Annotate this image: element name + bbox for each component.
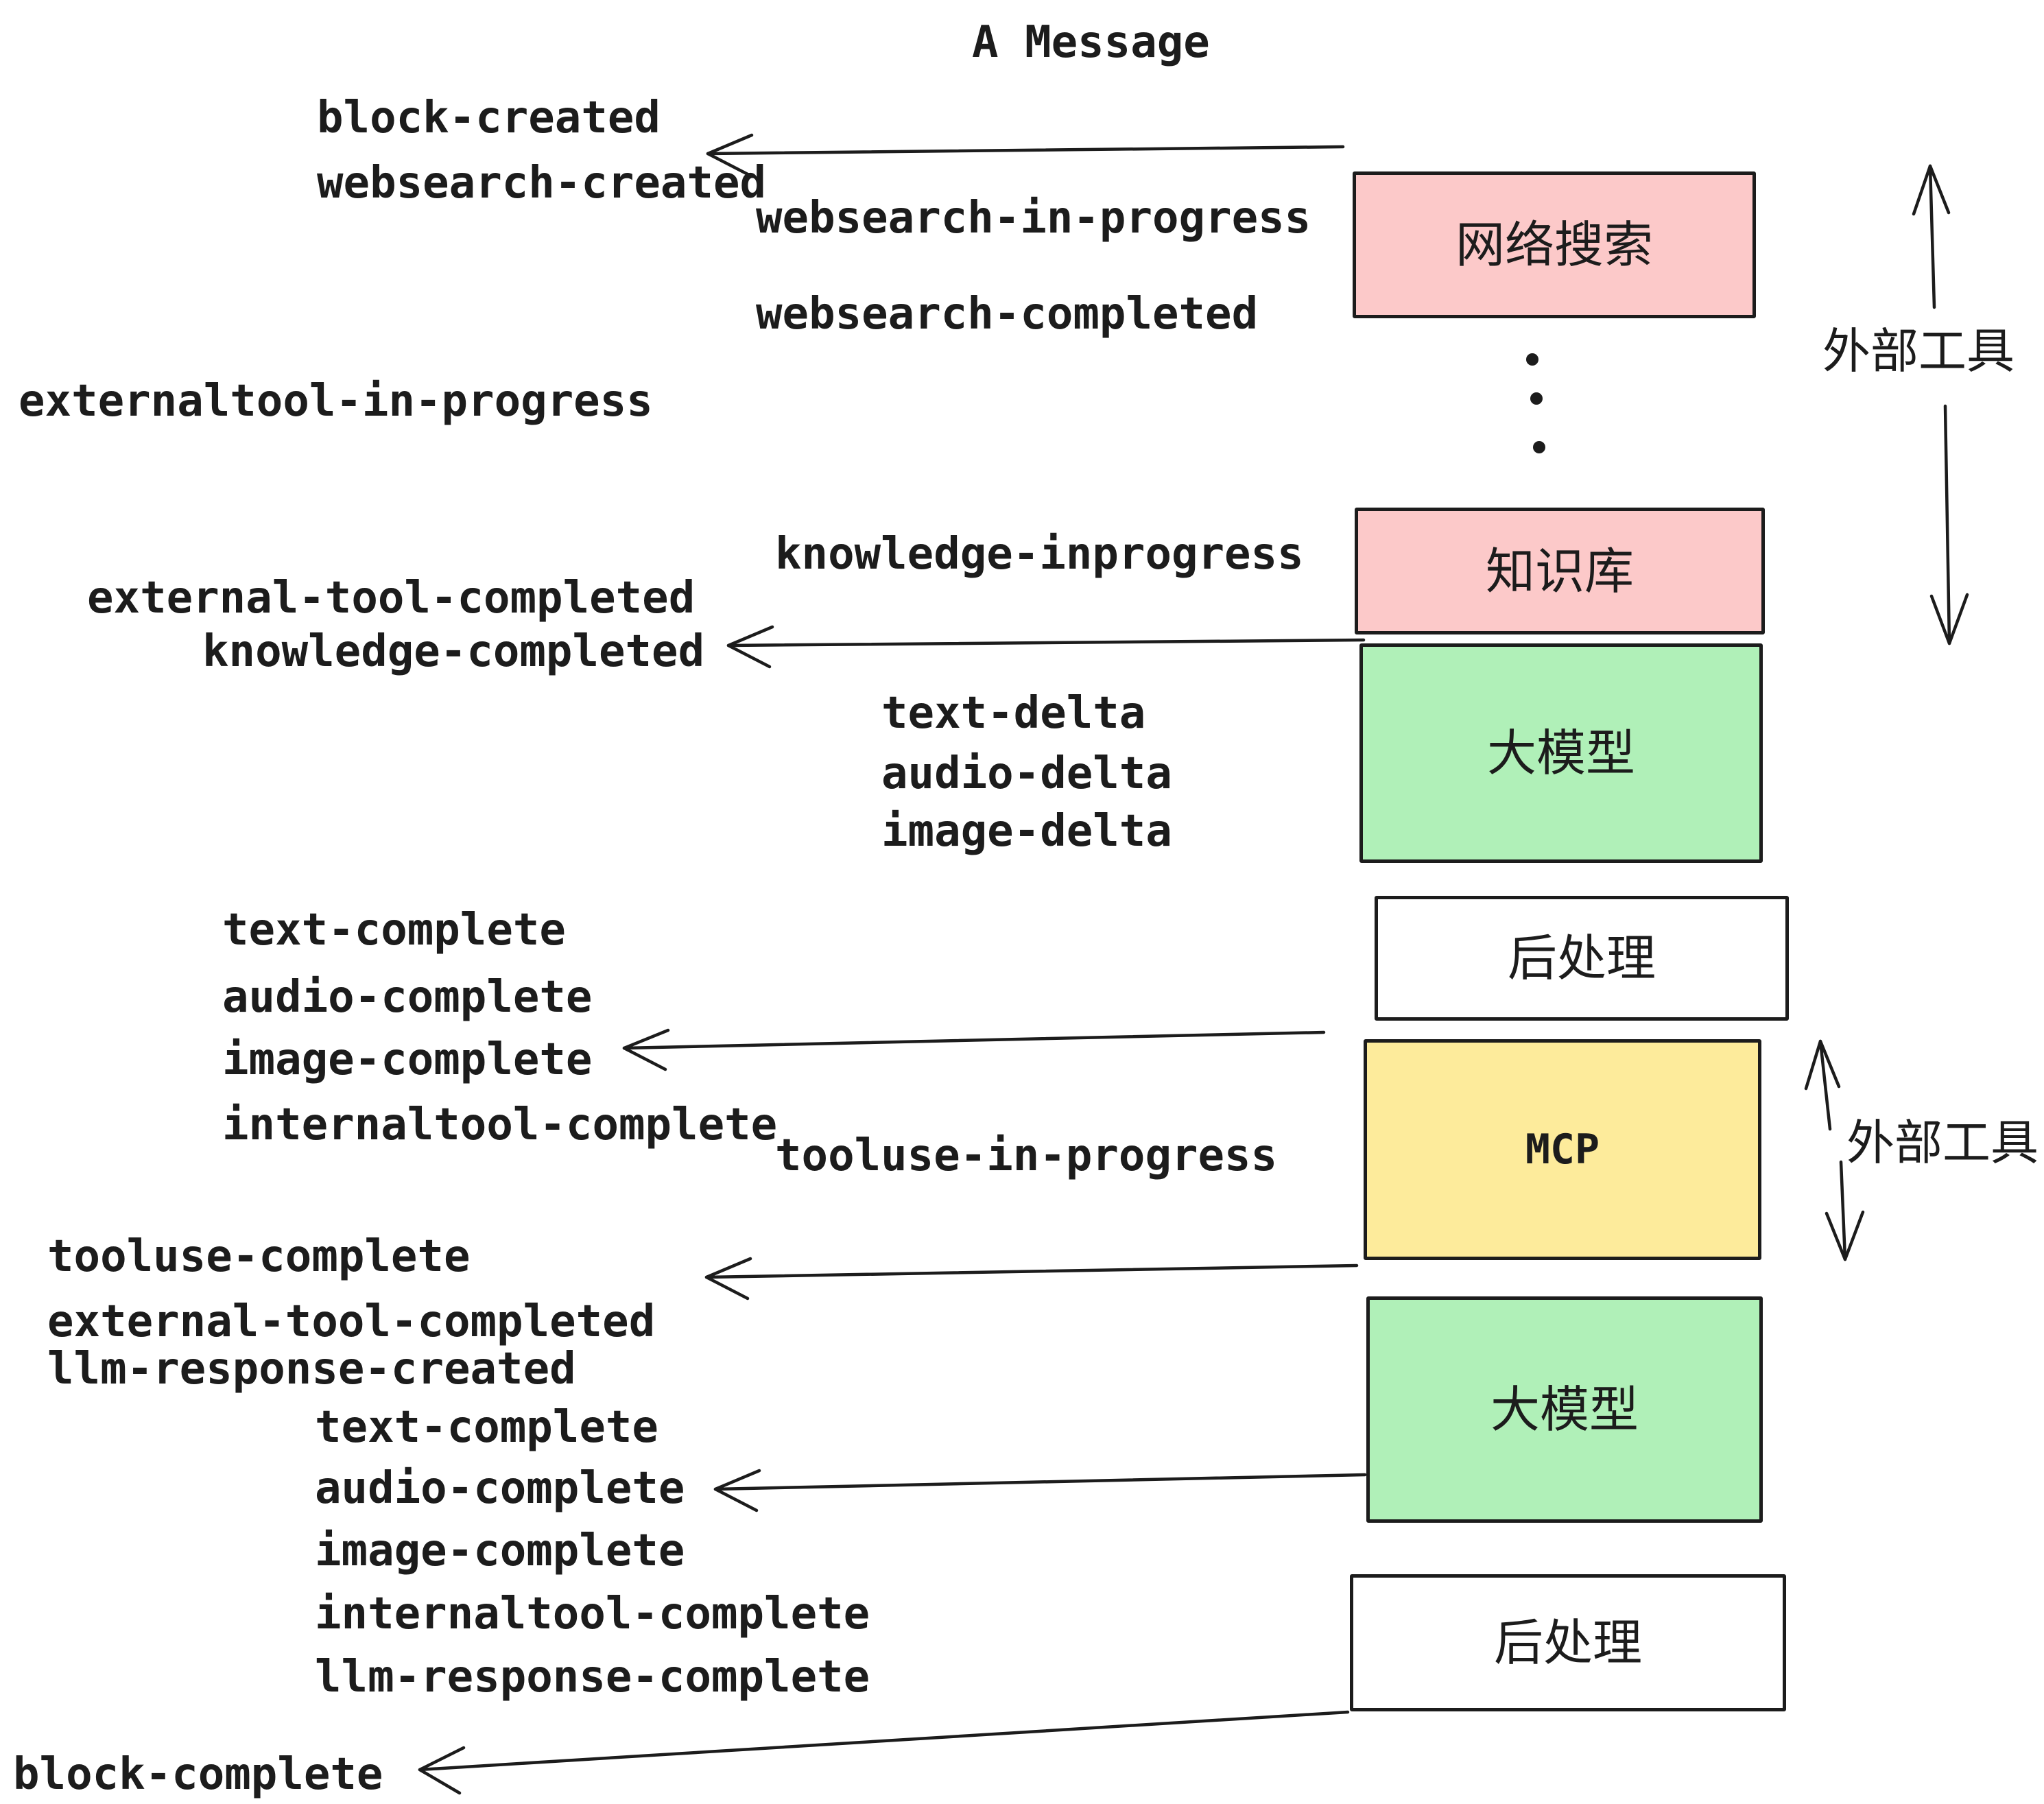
event-label-llm-response-complete: llm-response-complete	[315, 1651, 870, 1702]
arrow-to-block-complete-icon	[418, 1710, 1350, 1795]
event-label-llm-response-created: llm-response-created	[47, 1343, 576, 1394]
event-label-image-complete-1: image-complete	[222, 1034, 593, 1085]
event-label-text-complete-1: text-complete	[222, 904, 566, 956]
event-label-internaltool-complete-1: internaltool-complete	[222, 1099, 778, 1150]
box-knowledge-base-label: 知识库	[1485, 542, 1634, 600]
box-postprocess-2: 后处理	[1350, 1574, 1786, 1711]
box-websearch-label: 网络搜索	[1455, 216, 1653, 274]
box-postprocess-2-label: 后处理	[1493, 1614, 1642, 1672]
event-label-knowledge-completed: knowledge-completed	[202, 626, 705, 677]
event-label-external-tool-completed-1: external-tool-completed	[87, 572, 696, 624]
arrow-external-tools-up-1-icon	[1912, 164, 1951, 309]
side-label-external-tools-2: 外部工具	[1846, 1115, 2039, 1171]
box-llm-1-label: 大模型	[1486, 724, 1635, 782]
event-label-websearch-in-progress: websearch-in-progress	[756, 192, 1311, 244]
arrow-external-tools-down-2-icon	[1825, 1160, 1865, 1261]
event-label-tooluse-complete: tooluse-complete	[47, 1231, 471, 1282]
page-title: A Message	[972, 16, 1210, 68]
arrow-to-block-created-icon	[706, 133, 1345, 177]
event-label-websearch-created: websearch-created	[317, 157, 767, 209]
box-websearch: 网络搜索	[1353, 171, 1756, 318]
event-label-tooluse-in-progress: tooluse-in-progress	[775, 1130, 1278, 1181]
event-label-websearch-completed: websearch-completed	[756, 288, 1259, 340]
arrow-to-audio-complete-icon	[713, 1469, 1367, 1512]
box-postprocess-1-label: 后处理	[1507, 929, 1656, 987]
box-llm-2-label: 大模型	[1490, 1381, 1639, 1438]
event-label-knowledge-inprogress: knowledge-inprogress	[775, 528, 1304, 580]
event-label-text-delta-1: text-delta	[881, 687, 1146, 739]
event-label-audio-complete-2: audio-complete	[315, 1462, 685, 1514]
box-llm-2: 大模型	[1366, 1296, 1763, 1523]
arrow-external-tools-down-1-icon	[1929, 404, 1969, 645]
event-label-internaltool-complete-2: internaltool-complete	[315, 1588, 870, 1639]
box-llm-1: 大模型	[1359, 643, 1763, 863]
event-label-image-delta-1: image-delta	[881, 805, 1172, 857]
arrow-to-knowledge-completed-icon	[726, 625, 1366, 669]
event-label-audio-complete-1: audio-complete	[222, 971, 593, 1023]
box-knowledge-base: 知识库	[1355, 508, 1765, 634]
box-postprocess-1: 后处理	[1375, 896, 1789, 1021]
event-label-block-complete: block-complete	[13, 1748, 383, 1800]
event-label-block-created: block-created	[317, 92, 661, 143]
vertical-ellipsis-icon	[1526, 353, 1545, 453]
box-mcp: MCP	[1364, 1039, 1761, 1260]
side-label-external-tools-1: 外部工具	[1822, 323, 2015, 379]
event-label-image-complete-2: image-complete	[315, 1525, 685, 1576]
box-mcp-label: MCP	[1525, 1126, 1600, 1174]
event-label-externaltool-in-progress: externaltool-in-progress	[19, 375, 653, 427]
event-label-external-tool-completed-2: external-tool-completed	[47, 1296, 656, 1347]
event-label-audio-delta-1: audio-delta	[881, 748, 1172, 799]
arrow-to-image-complete-icon	[622, 1028, 1326, 1071]
arrow-to-tooluse-complete-icon	[704, 1257, 1359, 1301]
event-label-text-complete-2: text-complete	[315, 1401, 658, 1453]
arrow-external-tools-up-2-icon	[1804, 1039, 1841, 1131]
